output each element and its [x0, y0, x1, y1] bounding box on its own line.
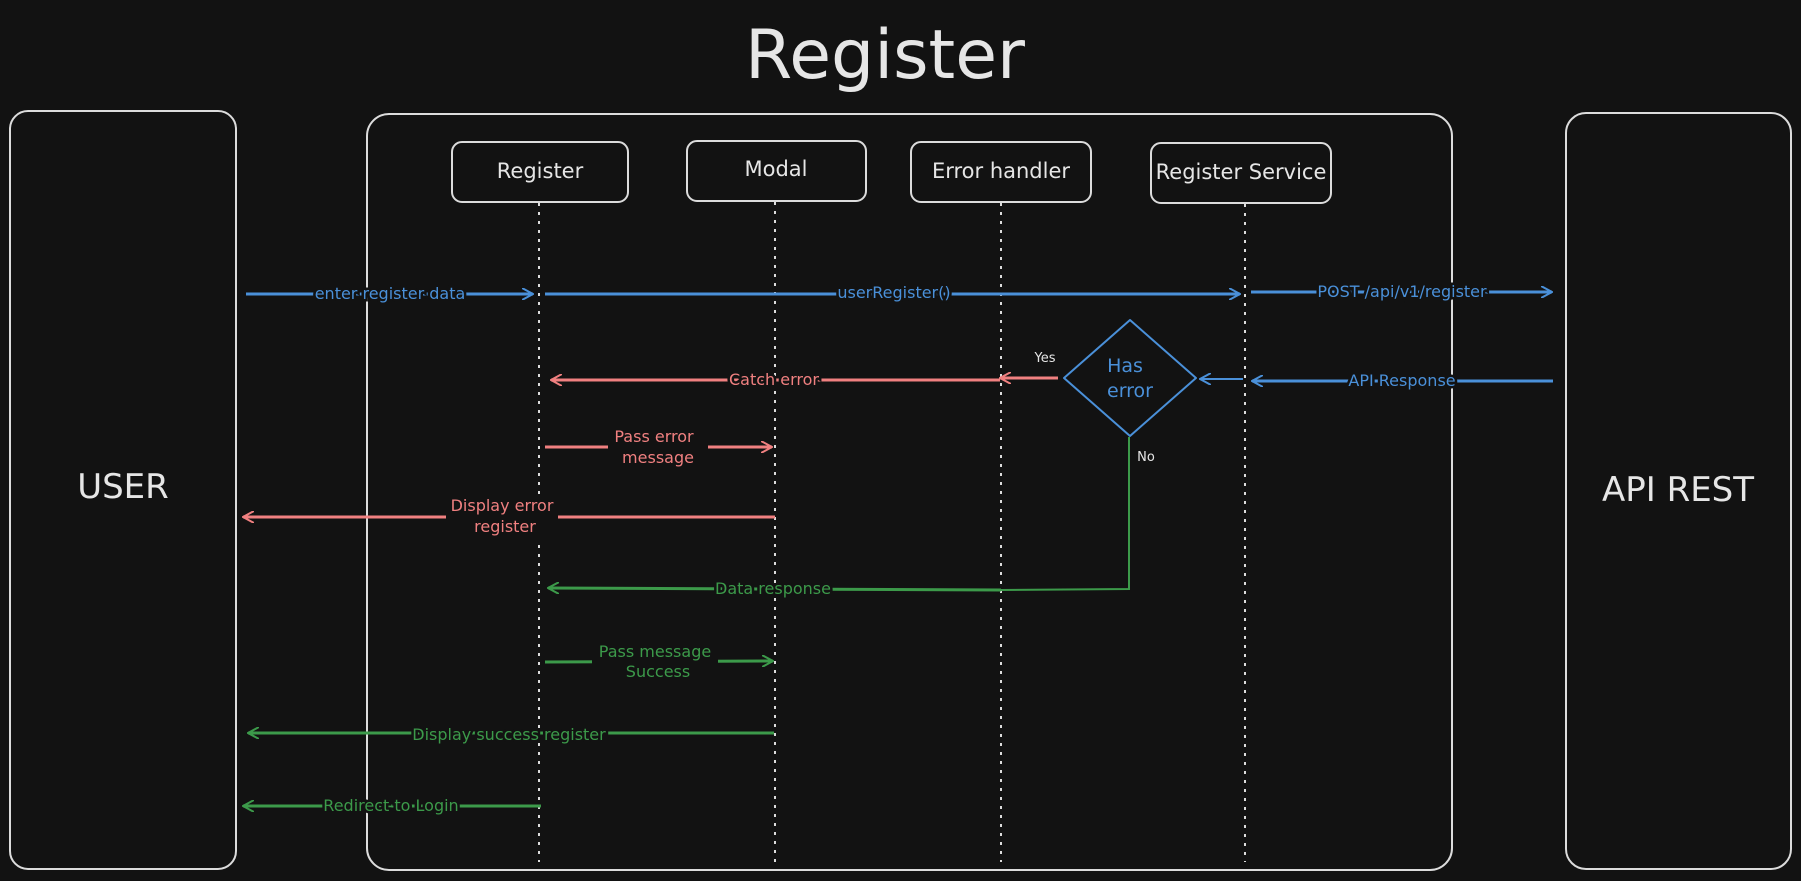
- decision-label-line1: Has: [1107, 355, 1143, 377]
- api-actor-box: [1565, 112, 1792, 870]
- user-actor-box: [9, 110, 237, 870]
- decision-label-line2: error: [1107, 380, 1153, 402]
- label-post-api: POST /api/v1/register: [1317, 282, 1487, 301]
- diagram-title: Register: [745, 16, 1025, 95]
- label-display-error-line1: Display error: [451, 496, 554, 515]
- decision-diamond: [1063, 319, 1197, 437]
- lifeline-modal: Modal: [686, 140, 867, 862]
- message-catch-error: Catch error: [551, 368, 1000, 392]
- user-actor-label: USER: [77, 467, 169, 507]
- message-display-success: Display success register: [248, 723, 774, 747]
- message-display-error: Display error register: [243, 495, 775, 539]
- app-container: [366, 113, 1453, 871]
- message-user-register: userRegister(): [545, 281, 1240, 305]
- label-display-success: Display success register: [412, 725, 606, 744]
- lifeline-register-label: Register: [497, 159, 584, 183]
- label-bg-pass-message: [592, 641, 718, 683]
- lifeline-register-service: Register Service: [1150, 142, 1332, 862]
- message-enter-register-data: enter register data: [246, 282, 533, 306]
- lifeline-register: Register: [451, 141, 629, 862]
- lifeline-error-handler-label: Error handler: [932, 159, 1070, 183]
- message-redirect-login: Redirect to Login: [243, 794, 541, 818]
- label-catch-error: Catch error: [729, 370, 819, 389]
- label-redirect-login: Redirect to Login: [323, 796, 458, 815]
- label-pass-message-line2: Success: [626, 662, 690, 681]
- decision-yes-label: Yes: [1034, 351, 1056, 366]
- label-bg-display-error: [446, 495, 558, 539]
- label-user-register: userRegister(): [837, 283, 950, 302]
- label-pass-error-line1: Pass error: [614, 427, 694, 446]
- message-api-response: API Response: [1252, 369, 1553, 393]
- decision-no-label: No: [1137, 450, 1155, 465]
- connector-no-branch: [1000, 437, 1130, 591]
- label-pass-error-line2: message: [622, 448, 694, 467]
- label-display-error-line2: register: [474, 517, 536, 536]
- label-data-response: Data response: [715, 579, 831, 598]
- message-data-response: Data response: [548, 437, 1130, 601]
- message-pass-error: Pass error message: [545, 427, 772, 469]
- lifeline-register-box: [451, 141, 629, 203]
- lifeline-error-handler: Error handler: [910, 141, 1092, 862]
- arrow-data-response: [548, 588, 1002, 590]
- message-pass-message: Pass message Success: [544, 641, 773, 683]
- api-actor-label: API REST: [1602, 470, 1754, 510]
- has-error-decision: Has error Yes No: [1034, 319, 1197, 465]
- label-enter-register-data: enter register data: [315, 284, 466, 303]
- message-post-api: POST /api/v1/register: [1251, 280, 1552, 304]
- lifeline-register-service-box: [1150, 142, 1332, 204]
- label-api-response: API Response: [1348, 371, 1455, 390]
- label-bg-pass-error: [608, 427, 708, 469]
- lifeline-error-handler-box: [910, 141, 1092, 203]
- label-pass-message-line1: Pass message: [599, 642, 711, 661]
- lifeline-register-service-label: Register Service: [1156, 160, 1327, 184]
- lifeline-modal-box: [686, 140, 867, 202]
- lifeline-modal-label: Modal: [745, 157, 808, 181]
